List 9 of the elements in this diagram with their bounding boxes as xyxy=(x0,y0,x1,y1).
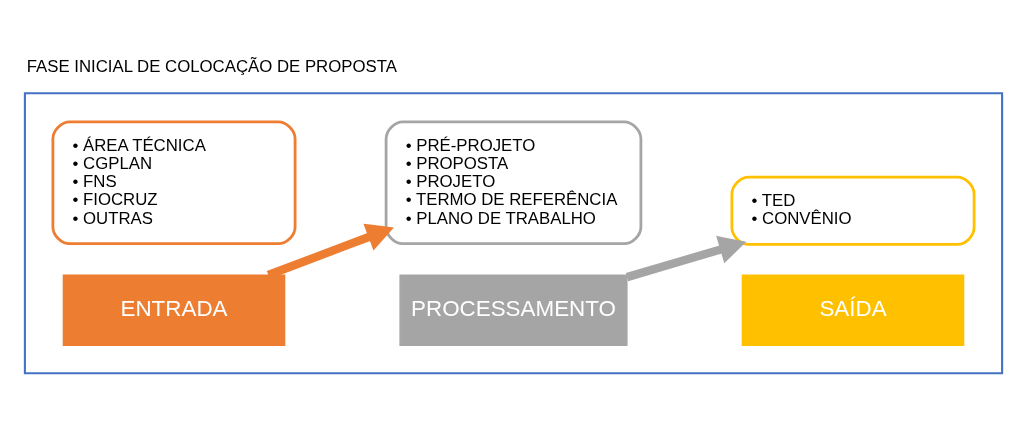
node-box: ENTRADA xyxy=(62,274,286,346)
cluster xyxy=(23,92,1004,375)
node-box: • PRÉ-PROJETO • PROPOSTA • PROJETO • TERMO DE REFERÊNCIA • PLANO DE TRABALHO xyxy=(384,120,643,246)
node-box: • ÁREA TÉCNICA • CGPLAN • FNS • FIOCRUZ • OUTRAS xyxy=(51,120,297,246)
node-box: • TED • CONVÊNIO xyxy=(730,175,976,246)
diagram-title: FASE INICIAL DE COLOCAÇÃO DE PROPOSTA xyxy=(26,56,397,76)
node-box: SAÍDA xyxy=(741,274,965,346)
arrow xyxy=(625,235,747,282)
node-box: PROCESSAMENTO xyxy=(399,274,628,346)
